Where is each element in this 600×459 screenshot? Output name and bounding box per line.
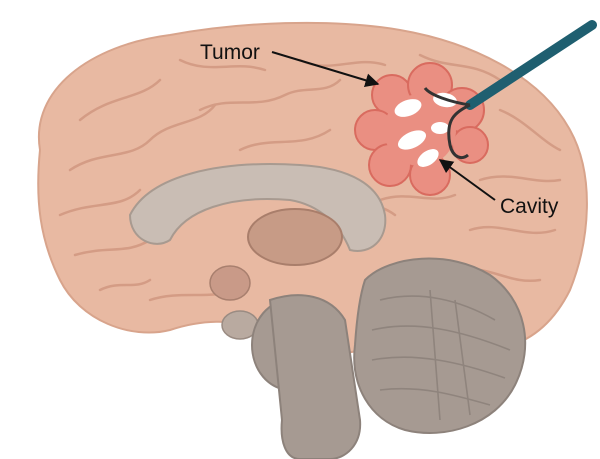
tumor-arrow — [271, 51, 380, 88]
cavity-label: Cavity — [500, 195, 559, 218]
gyri-folds — [58, 53, 562, 302]
hypothalamus — [209, 265, 251, 301]
surgical-probe-icon — [423, 20, 597, 159]
corpus-callosum — [128, 163, 387, 252]
cavity-arrow — [438, 159, 496, 201]
brainstem — [268, 294, 362, 459]
thalamus — [247, 208, 343, 266]
tumor-label: Tumor — [200, 41, 260, 64]
cerebellum-folia — [371, 289, 511, 421]
